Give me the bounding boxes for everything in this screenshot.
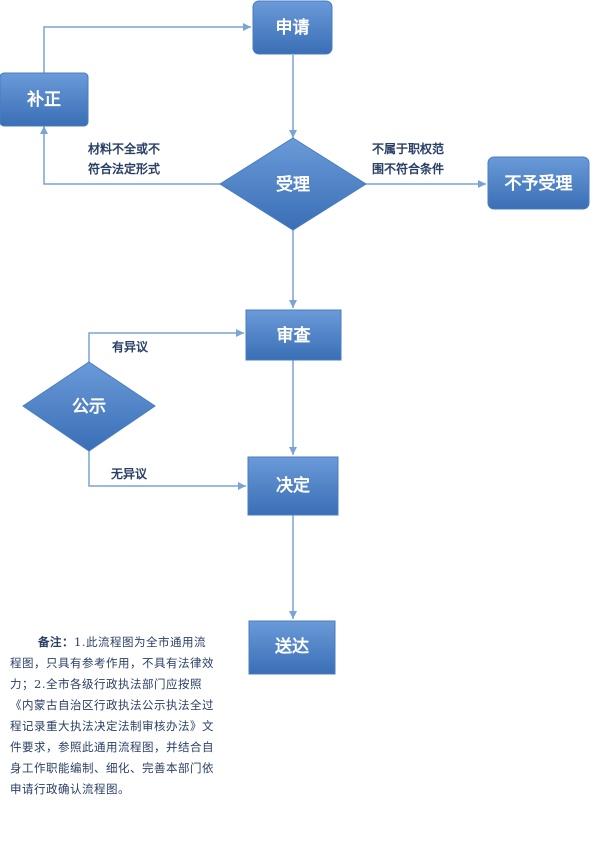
arrow-publicize-to-decide <box>88 451 246 490</box>
node-review: 审查 <box>245 309 342 361</box>
edge-label-out-of-scope-2: 围不符合条件 <box>372 161 444 176</box>
node-apply-label: 申请 <box>276 17 310 38</box>
node-deliver-label: 送达 <box>275 636 309 657</box>
node-correct-label: 补正 <box>26 89 61 110</box>
edge-label-out-of-scope-1: 不属于职权范 <box>372 141 444 156</box>
arrow-publicize-to-review <box>88 329 244 362</box>
connectors <box>40 23 486 619</box>
node-review-label: 审查 <box>277 325 312 346</box>
node-reject: 不予受理 <box>487 156 590 210</box>
node-apply: 申请 <box>252 0 333 55</box>
node-deliver: 送达 <box>248 620 336 675</box>
edge-label-objection: 有异议 <box>112 339 149 354</box>
node-accept-label: 受理 <box>276 174 310 195</box>
node-correct: 补正 <box>0 72 89 127</box>
arrow-accept-to-correct <box>40 126 220 185</box>
node-decide-label: 决定 <box>276 475 310 496</box>
node-publicize-label: 公示 <box>72 397 106 417</box>
node-reject-label: 不予受理 <box>505 173 573 194</box>
note-block: 备注：1.此流程图为全市通用流程图，只具有参考作用，不具有法律效力；2.全市各级… <box>10 632 215 800</box>
edge-label-incomplete-1: 材料不全或不 <box>87 141 160 156</box>
node-decide: 决定 <box>247 456 339 516</box>
node-publicize: 公示 <box>22 361 156 452</box>
note-title: 备注： <box>38 635 74 649</box>
edge-label-incomplete-2: 符合法定形式 <box>88 161 160 176</box>
arrow-correct-to-apply <box>43 23 251 73</box>
note-body: 1.此流程图为全市通用流程图，只具有参考作用，不具有法律效力；2.全市各级行政执… <box>10 635 214 796</box>
node-accept: 受理 <box>219 137 367 231</box>
edge-label-no-objection: 无异议 <box>110 466 148 481</box>
